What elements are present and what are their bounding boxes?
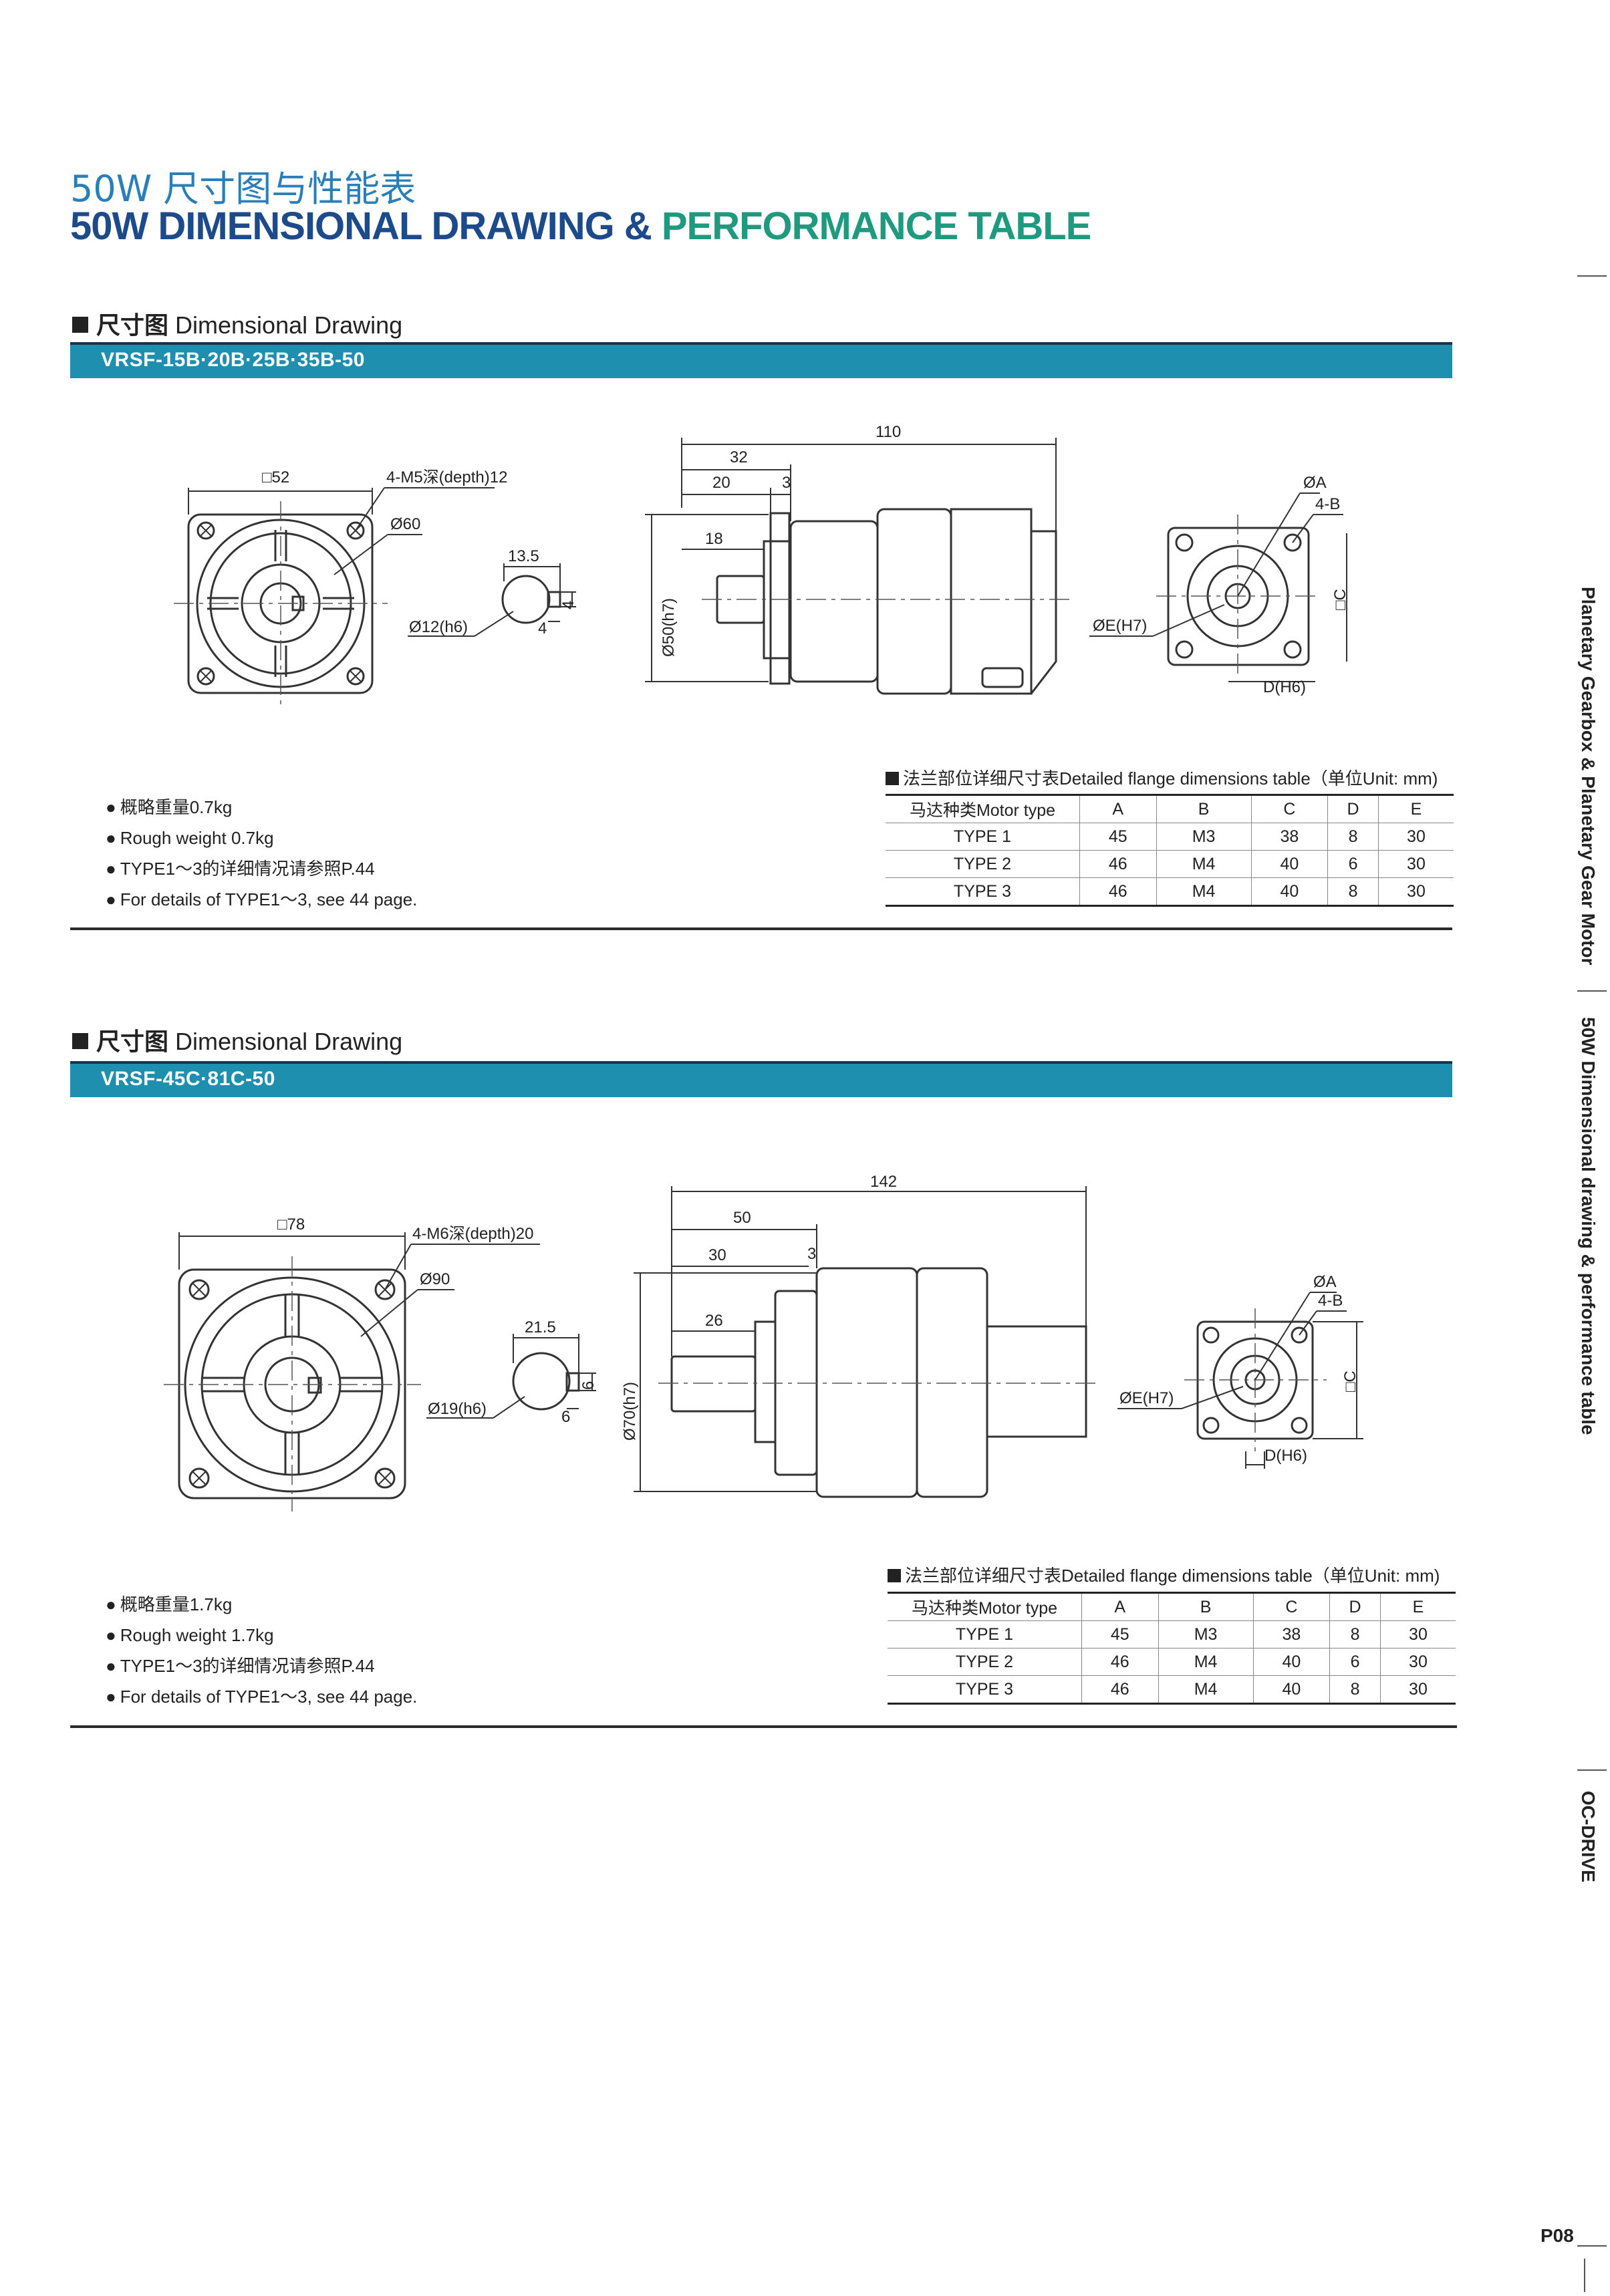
svg-text:ØE(H7): ØE(H7) [1119, 1389, 1174, 1407]
svg-text:26: 26 [705, 1312, 723, 1330]
svg-text:D(H6): D(H6) [1263, 678, 1306, 696]
note-weight-cn: 概略重量0.7kg [106, 792, 417, 823]
page-number-tick [1577, 2245, 1607, 2247]
svg-text:13.5: 13.5 [508, 547, 539, 565]
note-type-cn: TYPE1～3的详细情况请参照P.44 [106, 1651, 417, 1681]
title-en-part1: 50W DIMENSIONAL DRAWING & [70, 204, 662, 248]
svg-text:50: 50 [733, 1209, 751, 1227]
svg-text:4-B: 4-B [1315, 495, 1340, 513]
svg-text:32: 32 [730, 448, 748, 466]
section1-heading: 尺寸图 Dimensional Drawing [72, 306, 402, 341]
svg-text:ØA: ØA [1303, 474, 1327, 492]
svg-text:□78: □78 [277, 1215, 305, 1234]
sidebar-label-section: 50W Dimensional drawing & performance ta… [1578, 1017, 1599, 1435]
svg-text:20: 20 [712, 474, 730, 492]
svg-text:□C: □C [1331, 589, 1349, 610]
square-bullet-icon [72, 1033, 88, 1050]
svg-text:4-M5深(depth)12: 4-M5深(depth)12 [386, 468, 507, 486]
svg-text:110: 110 [876, 423, 901, 441]
section1-table-caption: 法兰部位详细尺寸表Detailed flange dimensions tabl… [886, 765, 1438, 790]
svg-text:18: 18 [705, 530, 723, 548]
section2-model-bar: VRSF-45C·81C-50 [70, 1061, 1452, 1097]
svg-text:□C: □C [1341, 1371, 1359, 1392]
svg-text:4: 4 [559, 601, 577, 609]
shaft-section: 13.5 4 4 Ø12(h6) [408, 547, 577, 637]
svg-text:4: 4 [538, 619, 547, 637]
sidebar-tick [1577, 990, 1607, 992]
section1-model-bar: VRSF-15B·20B·25B·35B-50 [70, 342, 1452, 378]
svg-text:21.5: 21.5 [525, 1318, 556, 1336]
section2-drawing: □78 4-M6深(depth)20 Ø90 21.5 6 6 Ø19(h6) … [164, 1173, 1363, 1512]
section1-drawing: □52 4-M5深(depth)12 Ø60 13.5 4 4 Ø12(h6) [174, 423, 1349, 708]
sidebar-tick [1577, 275, 1607, 277]
title-en-part2: PERFORMANCE TABLE [661, 204, 1091, 248]
section2-notes: 概略重量1.7kg Rough weight 1.7kg TYPE1～3的详细情… [106, 1589, 418, 1712]
sidebar-tick [1577, 1769, 1607, 1771]
sidebar-label-product: Planetary Gearbox & Planetary Gear Motor [1578, 587, 1599, 966]
svg-text:Ø60: Ø60 [390, 515, 420, 533]
shaft-section: 21.5 6 6 Ø19(h6) [426, 1318, 597, 1426]
svg-text:Ø50(h7): Ø50(h7) [660, 598, 678, 657]
side-view: 142 50 30 3 26 Ø70(h7) [621, 1173, 1096, 1498]
svg-text:142: 142 [870, 1173, 897, 1191]
svg-text:3: 3 [782, 474, 791, 492]
page-title-en: 50W DIMENSIONAL DRAWING & PERFORMANCE TA… [70, 204, 1091, 249]
table-header-row: 马达种类Motor type A B C D E [888, 1592, 1456, 1621]
svg-text:6: 6 [579, 1381, 597, 1390]
front-view: □78 4-M6深(depth)20 Ø90 [164, 1215, 540, 1512]
square-bullet-icon [72, 317, 88, 333]
svg-text:Ø19(h6): Ø19(h6) [428, 1400, 487, 1418]
page-number: P08 [1540, 2225, 1574, 2246]
section2-model: VRSF-45C·81C-50 [101, 1068, 275, 1090]
svg-text:6: 6 [561, 1408, 570, 1426]
svg-text:D(H6): D(H6) [1264, 1447, 1307, 1465]
flange-view: ØA 4-B □C ØE(H7) D(H6) [1089, 474, 1349, 696]
section1-notes: 概略重量0.7kg Rough weight 0.7kg TYPE1～3的详细情… [106, 792, 418, 915]
note-weight-en: Rough weight 0.7kg [106, 823, 417, 853]
svg-text:Ø70(h7): Ø70(h7) [621, 1382, 639, 1441]
svg-text:ØE(H7): ØE(H7) [1093, 617, 1147, 635]
flange-view: ØA 4-B □C ØE(H7) D(H6) [1117, 1273, 1363, 1469]
svg-text:Ø90: Ø90 [420, 1270, 450, 1288]
section2-heading: 尺寸图 Dimensional Drawing [72, 1022, 402, 1057]
svg-text:ØA: ØA [1313, 1273, 1337, 1291]
side-view: 110 32 20 3 18 Ø50(h7) [645, 423, 1069, 695]
svg-text:4-M6深(depth)20: 4-M6深(depth)20 [412, 1225, 533, 1243]
note-type-en: For details of TYPE1～3, see 44 page. [106, 1681, 418, 1712]
sidebar-label-brand: OC-DRIVE [1578, 1791, 1599, 1882]
section2-table-caption: 法兰部位详细尺寸表Detailed flange dimensions tabl… [888, 1562, 1440, 1587]
section1-divider [70, 927, 1452, 930]
note-weight-cn: 概略重量1.7kg [106, 1589, 417, 1620]
section1-model: VRSF-15B·20B·25B·35B-50 [101, 349, 365, 371]
table-header-row: 马达种类Motor type A B C D E [886, 794, 1454, 823]
note-weight-en: Rough weight 1.7kg [106, 1620, 417, 1651]
svg-text:Ø12(h6): Ø12(h6) [409, 618, 468, 636]
front-view: □52 4-M5深(depth)12 Ø60 [174, 468, 507, 708]
svg-text:4-B: 4-B [1318, 1292, 1343, 1310]
svg-text:□52: □52 [262, 468, 289, 486]
section2-divider [70, 1725, 1457, 1728]
page-number-stem [1584, 2259, 1585, 2292]
svg-text:30: 30 [708, 1246, 726, 1264]
page-title-cn: 50W 尺寸图与性能表 [70, 168, 416, 210]
svg-text:3: 3 [807, 1245, 816, 1263]
note-type-en: For details of TYPE1～3, see 44 page. [106, 884, 418, 915]
note-type-cn: TYPE1～3的详细情况请参照P.44 [106, 853, 417, 884]
